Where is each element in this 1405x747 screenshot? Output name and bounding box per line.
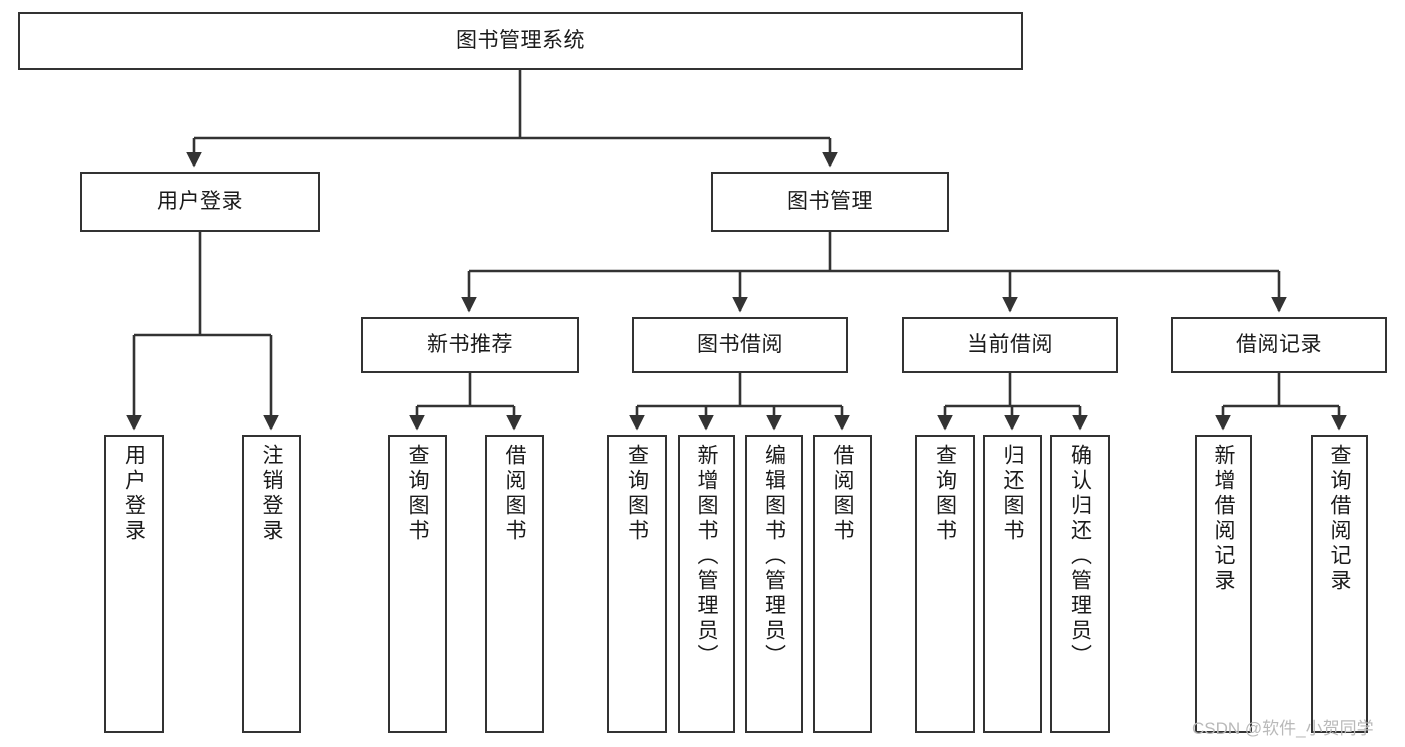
leaf-newbook-query-book[interactable]: 查询图书 xyxy=(388,435,447,733)
node-book-management-label: 图书管理 xyxy=(787,190,873,214)
leaf-user-login[interactable]: 用户登录 xyxy=(104,435,164,733)
leaf-return-book[interactable]: 归还图书 xyxy=(983,435,1042,733)
leaf-add-book-admin[interactable]: 新增图书（管理员） xyxy=(678,435,735,733)
leaf-confirm-return-admin[interactable]: 确认归还（管理员） xyxy=(1050,435,1110,733)
node-root[interactable]: 图书管理系统 xyxy=(18,12,1023,70)
node-user-login[interactable]: 用户登录 xyxy=(80,172,320,232)
leaf-user-login-label: 用户登录 xyxy=(122,444,146,544)
node-current-borrow[interactable]: 当前借阅 xyxy=(902,317,1118,373)
leaf-edit-book-admin[interactable]: 编辑图书（管理员） xyxy=(745,435,803,733)
leaf-logout-label: 注销登录 xyxy=(260,444,283,544)
node-current-borrow-label: 当前借阅 xyxy=(967,333,1053,357)
leaf-current-query-book[interactable]: 查询图书 xyxy=(915,435,975,733)
leaf-current-query-book-label: 查询图书 xyxy=(933,444,957,544)
leaf-return-book-label: 归还图书 xyxy=(1001,444,1024,544)
leaf-query-borrow-record[interactable]: 查询借阅记录 xyxy=(1311,435,1368,733)
leaf-borrow-query-book-label: 查询图书 xyxy=(625,444,649,544)
node-new-book-recommend[interactable]: 新书推荐 xyxy=(361,317,579,373)
leaf-borrow-query-book[interactable]: 查询图书 xyxy=(607,435,667,733)
leaf-newbook-borrow-book[interactable]: 借阅图书 xyxy=(485,435,544,733)
node-root-label: 图书管理系统 xyxy=(456,29,585,53)
leaf-query-borrow-record-label: 查询借阅记录 xyxy=(1328,444,1351,594)
node-borrow-record[interactable]: 借阅记录 xyxy=(1171,317,1387,373)
leaf-add-borrow-record-label: 新增借阅记录 xyxy=(1212,444,1235,594)
node-user-login-label: 用户登录 xyxy=(157,190,243,214)
leaf-add-borrow-record[interactable]: 新增借阅记录 xyxy=(1195,435,1252,733)
leaf-borrow-book-label: 借阅图书 xyxy=(831,444,854,544)
node-new-book-recommend-label: 新书推荐 xyxy=(427,333,513,357)
leaf-edit-book-admin-label: 编辑图书（管理员） xyxy=(762,444,786,669)
leaf-newbook-query-book-label: 查询图书 xyxy=(406,444,429,544)
node-book-borrow-label: 图书借阅 xyxy=(697,333,783,357)
leaf-logout[interactable]: 注销登录 xyxy=(242,435,301,733)
leaf-borrow-book[interactable]: 借阅图书 xyxy=(813,435,872,733)
leaf-add-book-admin-label: 新增图书（管理员） xyxy=(695,444,718,669)
watermark-text: CSDN @软件_小贺同学 xyxy=(1192,719,1374,738)
node-borrow-record-label: 借阅记录 xyxy=(1236,333,1322,357)
node-book-management[interactable]: 图书管理 xyxy=(711,172,949,232)
leaf-confirm-return-admin-label: 确认归还（管理员） xyxy=(1068,444,1092,669)
leaf-newbook-borrow-book-label: 借阅图书 xyxy=(503,444,526,544)
node-book-borrow[interactable]: 图书借阅 xyxy=(632,317,848,373)
